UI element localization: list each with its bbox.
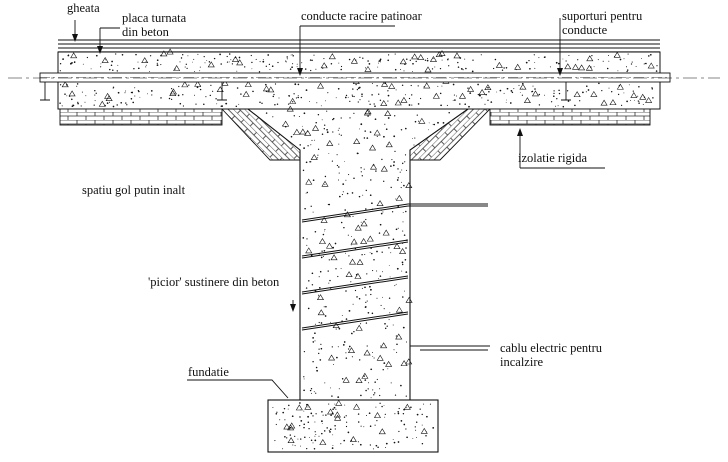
label-slab-2: din beton: [122, 25, 170, 39]
label-void: spatiu gol putin inalt: [82, 183, 186, 197]
leader-lines: [74, 18, 605, 399]
pipe-support-mid: [217, 82, 227, 101]
ice-layer: [58, 39, 660, 53]
label-ice: gheata: [67, 1, 100, 15]
label-cable-2: incalzire: [500, 355, 543, 369]
leader-arrows: [72, 34, 563, 312]
heating-cable: [301, 203, 490, 347]
pillar-aggregate-texture: [265, 105, 450, 399]
label-pipes: conducte racire patinoar: [301, 9, 423, 23]
label-supports-2: conducte: [562, 23, 608, 37]
label-insulation: izolatie rigida: [518, 151, 588, 165]
label-pillar: 'picior' sustinere din beton: [148, 275, 280, 289]
cooling-pipe: [39, 72, 671, 83]
slab-aggregate-texture: [59, 48, 658, 108]
label-supports-1: suporturi pentru: [562, 9, 643, 23]
label-cable-1: cablu electric pentru: [500, 341, 603, 355]
pipe-support-left: [40, 82, 50, 101]
foundation-aggregate-texture: [272, 399, 435, 450]
label-slab-1: placa turnata: [122, 11, 187, 25]
pipe-support-right: [561, 82, 571, 101]
label-foundation: fundatie: [188, 365, 229, 379]
